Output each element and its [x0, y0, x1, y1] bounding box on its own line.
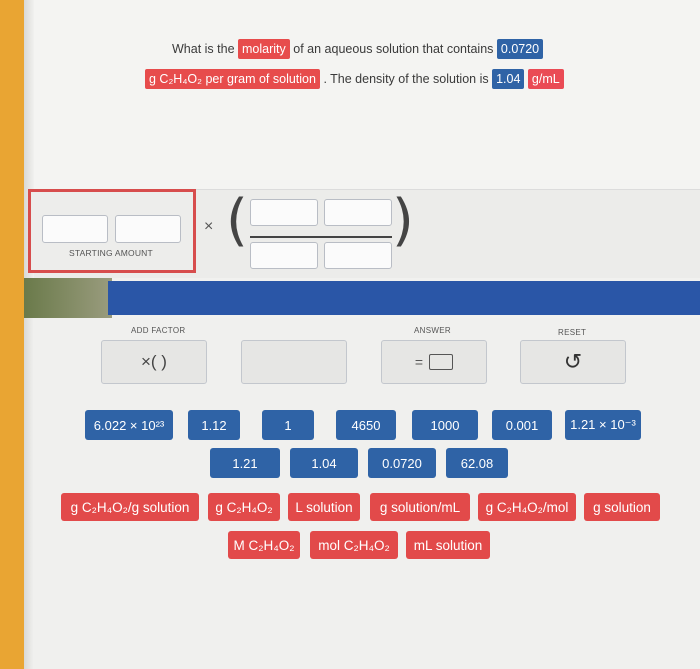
value-button-1-04[interactable]: 1.04: [290, 448, 358, 478]
reset-icon: ↺: [563, 349, 583, 375]
window-edge: [0, 0, 24, 669]
unit-button-m-acid[interactable]: M C₂H₄O₂: [228, 531, 300, 559]
unit-button-g-solution-per-ml[interactable]: g solution/mL: [370, 493, 470, 521]
empty-control-slot: [241, 340, 347, 384]
value-button-0-0720[interactable]: 0.0720: [368, 448, 436, 478]
value-button-62-08[interactable]: 62.08: [446, 448, 508, 478]
equals-sign: =: [414, 354, 424, 370]
unit-button-g-acid-per-g-solution[interactable]: g C₂H₄O₂/g solution: [61, 493, 199, 521]
divider: [34, 189, 700, 190]
starting-unit-slot[interactable]: [115, 215, 181, 243]
density-tag: 1.04: [492, 69, 525, 89]
value-button-1-12[interactable]: 1.12: [188, 410, 240, 440]
denominator-unit-slot[interactable]: [324, 242, 392, 269]
starting-amount-box[interactable]: STARTING AMOUNT: [28, 189, 196, 273]
unit-button-g-acid-per-mol[interactable]: g C₂H₄O₂/mol: [478, 493, 576, 521]
add-factor-button[interactable]: ×( ): [101, 340, 207, 384]
starting-value-slot[interactable]: [42, 215, 108, 243]
answer-box-icon: [429, 354, 454, 370]
header-band: [108, 281, 700, 315]
numerator-unit-slot[interactable]: [324, 199, 392, 226]
unit-button-ml-solution[interactable]: mL solution: [406, 531, 490, 559]
question-middle: of an aqueous solution that contains: [293, 42, 494, 56]
density-prefix: . The density of the solution is: [323, 72, 489, 86]
unit-tag: g C₂H₄O₂ per gram of solution: [145, 69, 320, 89]
density-unit-tag: g/mL: [527, 69, 564, 89]
edge-shadow: [24, 0, 34, 669]
molarity-tag: molarity: [238, 39, 290, 59]
amount-tag: 0.0720: [496, 39, 544, 59]
question-panel: [34, 0, 700, 190]
reset-label: RESET: [558, 328, 587, 337]
unit-button-g-solution[interactable]: g solution: [584, 493, 660, 521]
question-prefix: What is the: [172, 42, 235, 56]
denominator-value-slot[interactable]: [250, 242, 318, 269]
multiply-sign: ×: [204, 218, 214, 235]
unit-button-l-solution[interactable]: L solution: [288, 493, 360, 521]
question-line-2: g C₂H₄O₂ per gram of solution . The dens…: [145, 69, 564, 89]
background-band: [24, 278, 112, 318]
numerator-value-slot[interactable]: [250, 199, 318, 226]
add-factor-label: ADD FACTOR: [131, 326, 186, 335]
value-button-1-21e-3[interactable]: 1.21 × 10⁻³: [565, 410, 641, 440]
value-button-0-001[interactable]: 0.001: [492, 410, 552, 440]
fraction-line: [250, 236, 392, 238]
value-button-1000[interactable]: 1000: [412, 410, 478, 440]
question-line-1: What is the molarity of an aqueous solut…: [172, 39, 544, 59]
value-button-avogadro[interactable]: 6.022 × 10²³: [85, 410, 173, 440]
starting-amount-label: STARTING AMOUNT: [69, 248, 153, 258]
left-paren: (: [226, 188, 248, 253]
unit-button-mol-acid[interactable]: mol C₂H₄O₂: [310, 531, 398, 559]
add-factor-symbol: ×( ): [141, 352, 167, 371]
value-button-4650[interactable]: 4650: [336, 410, 396, 440]
value-button-1-21[interactable]: 1.21: [210, 448, 280, 478]
value-button-1[interactable]: 1: [262, 410, 314, 440]
unit-button-g-acid[interactable]: g C₂H₄O₂: [208, 493, 280, 521]
answer-button[interactable]: =: [381, 340, 487, 384]
reset-button[interactable]: ↺: [520, 340, 626, 384]
answer-label: ANSWER: [414, 326, 451, 335]
right-paren: ): [392, 188, 414, 253]
